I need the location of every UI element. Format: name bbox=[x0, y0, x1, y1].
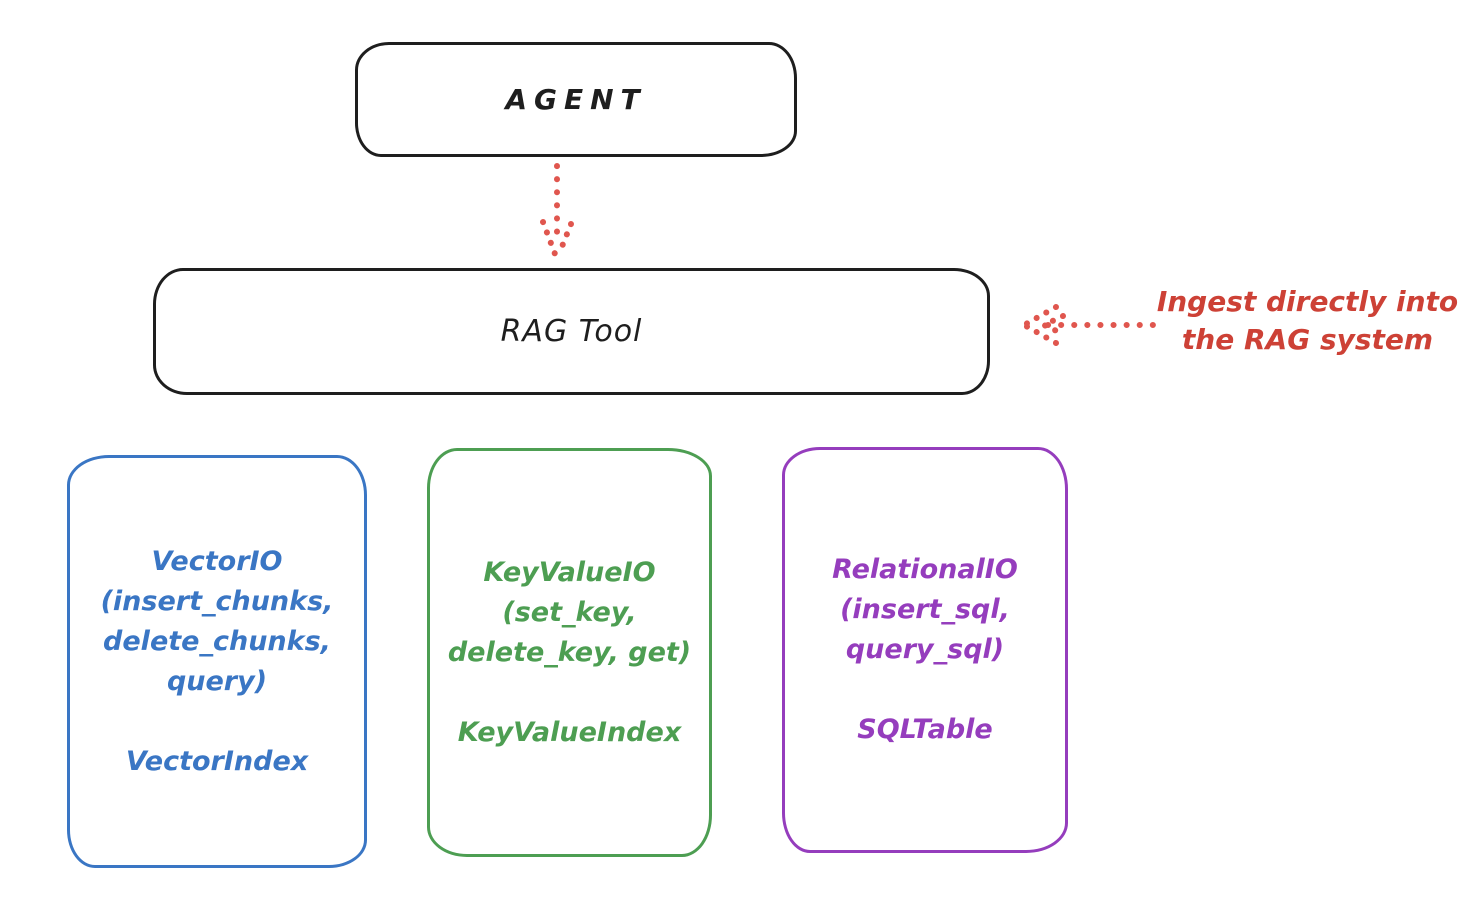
keyvalue-io-signature: KeyValueIO (set_key, delete_key, get) bbox=[448, 553, 691, 673]
io-line: RelationalIO bbox=[832, 554, 1018, 585]
vector-io-box: VectorIO (insert_chunks, delete_chunks, … bbox=[67, 455, 367, 868]
vector-index-label: VectorIndex bbox=[125, 745, 309, 777]
agent-box: AGENT bbox=[355, 42, 797, 157]
keyvalue-index-label: KeyValueIndex bbox=[457, 716, 682, 748]
ingest-annotation-line1: Ingest directly into bbox=[1156, 285, 1459, 318]
ingest-annotation: Ingest directly into the RAG system bbox=[1140, 283, 1475, 359]
io-line: (set_key, bbox=[502, 596, 637, 628]
io-line: KeyValueIO bbox=[483, 556, 656, 588]
io-line: delete_key, get) bbox=[447, 636, 692, 668]
keyvalue-io-box: KeyValueIO (set_key, delete_key, get) Ke… bbox=[427, 448, 712, 857]
relational-io-signature: RelationalIO (insert_sql, query_sql) bbox=[832, 550, 1018, 670]
rag-tool-label: RAG Tool bbox=[500, 314, 643, 349]
io-line: query_sql) bbox=[845, 634, 1005, 665]
agent-to-ragtool-arrow-icon bbox=[540, 163, 574, 257]
ingest-annotation-line2: the RAG system bbox=[1181, 323, 1434, 356]
io-line: (insert_sql, bbox=[840, 594, 1010, 625]
io-line: delete_chunks, bbox=[103, 625, 331, 657]
io-line: (insert_chunks, bbox=[100, 585, 334, 617]
rag-tool-box: RAG Tool bbox=[153, 268, 990, 395]
ingest-arrow-icon bbox=[1023, 304, 1157, 346]
relational-io-box: RelationalIO (insert_sql, query_sql) SQL… bbox=[782, 447, 1068, 853]
agent-label: AGENT bbox=[505, 83, 647, 116]
vector-io-signature: VectorIO (insert_chunks, delete_chunks, … bbox=[101, 542, 334, 702]
io-line: query) bbox=[166, 665, 268, 697]
sql-table-label: SQLTable bbox=[857, 714, 993, 745]
io-line: VectorIO bbox=[151, 545, 283, 577]
